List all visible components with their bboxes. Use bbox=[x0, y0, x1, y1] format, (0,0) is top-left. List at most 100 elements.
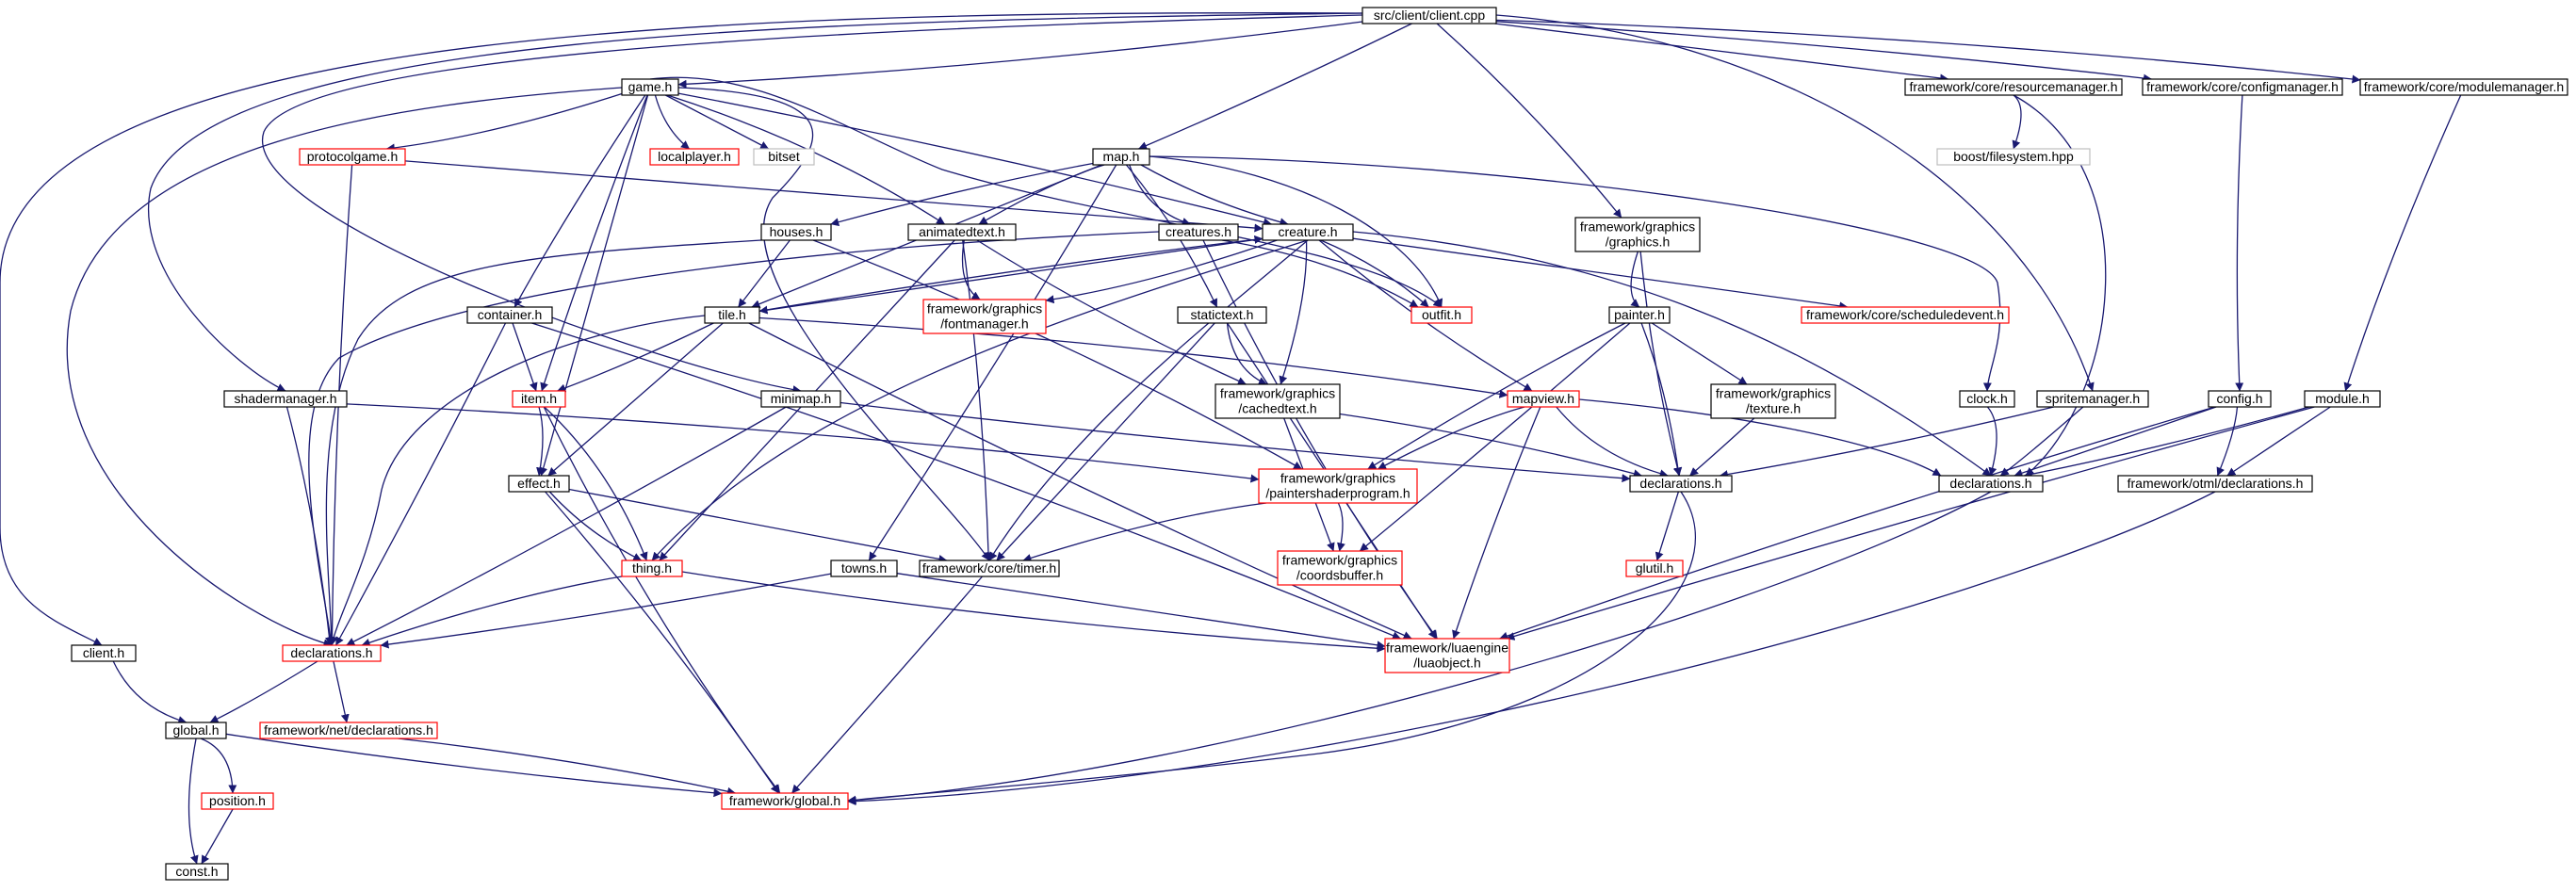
node-game-h[interactable]: game.h bbox=[621, 78, 679, 96]
node-label: creatures.h bbox=[1166, 224, 1231, 239]
node-houses-h[interactable]: houses.h bbox=[760, 223, 832, 241]
node-tile-h[interactable]: tile.h bbox=[704, 306, 760, 324]
edge-line bbox=[758, 235, 1264, 312]
node-box bbox=[2036, 390, 2149, 408]
node-position-h[interactable]: position.h bbox=[201, 792, 274, 810]
edge-psp-h-to-coordsbuffer-h bbox=[1337, 502, 1345, 552]
edge-game-h-to-outfit-h bbox=[649, 76, 1443, 308]
edge-line bbox=[2013, 94, 2107, 477]
node-boost-filesystem-hpp: boost/filesystem.hpp bbox=[1936, 148, 2091, 166]
edge-container-h-to-item-h bbox=[512, 322, 538, 392]
edge-creature-h-to-cachedtext-h bbox=[1279, 239, 1308, 385]
node-creature-h[interactable]: creature.h bbox=[1262, 223, 1354, 241]
node-effect-h[interactable]: effect.h bbox=[508, 475, 570, 493]
node-box bbox=[621, 78, 679, 96]
node-label: effect.h bbox=[517, 476, 561, 491]
edge-map-h-to-clock-h bbox=[1149, 155, 2001, 392]
edge-game-h-to-creature-h bbox=[677, 92, 1272, 227]
edge-line bbox=[544, 406, 648, 561]
node-label: bitset bbox=[768, 149, 800, 164]
node-src-client-client-cpp[interactable]: src/client/client.cpp bbox=[1361, 7, 1497, 24]
node-label: minimap.h bbox=[771, 391, 832, 406]
edge-line bbox=[1129, 164, 1191, 226]
edge-line bbox=[514, 94, 646, 308]
edge-line bbox=[187, 738, 199, 865]
node-module-h[interactable]: module.h bbox=[2304, 390, 2381, 408]
edge-line bbox=[758, 316, 1508, 398]
node-label: framework/graphics bbox=[927, 301, 1042, 316]
node-framework-luaengine-luaobject-h[interactable]: framework/luaengine/luaobject.h bbox=[1384, 638, 1510, 673]
node-framework-otml-declarations-h[interactable]: framework/otml/declarations.h bbox=[2117, 475, 2313, 493]
node-framework-graphics-paintershaderprogram-h[interactable]: framework/graphics/paintershaderprogram.… bbox=[1258, 468, 1418, 504]
node-box bbox=[919, 560, 1060, 577]
edge-line bbox=[654, 94, 691, 150]
edge-line bbox=[557, 322, 714, 393]
node-box bbox=[1938, 475, 2044, 493]
node-label: outfit.h bbox=[1422, 307, 1461, 322]
node-framework-graphics-texture-h[interactable]: framework/graphics/texture.h bbox=[1710, 383, 1836, 419]
node-clock-h[interactable]: clock.h bbox=[1959, 390, 2015, 408]
node-statictext-h[interactable]: statictext.h bbox=[1177, 306, 1267, 324]
node-map-h[interactable]: map.h bbox=[1092, 148, 1150, 166]
edge-line bbox=[209, 660, 318, 723]
node-const-h[interactable]: const.h bbox=[165, 863, 229, 881]
node-label: creature.h bbox=[1278, 224, 1337, 239]
edge-line bbox=[847, 491, 1697, 804]
edge-line bbox=[1640, 322, 1683, 477]
node-framework-global-h[interactable]: framework/global.h bbox=[721, 792, 849, 810]
node-framework-core-scheduledevent-h[interactable]: framework/core/scheduledevent.h bbox=[1801, 306, 2010, 324]
edge-rm-h-to-bfs-hpp bbox=[2012, 94, 2022, 150]
node-framework-graphics-fontmanager-h[interactable]: framework/graphics/fontmanager.h bbox=[922, 299, 1047, 334]
node-declarations-h[interactable]: declarations.h bbox=[1629, 475, 1733, 493]
node-label: declarations.h bbox=[1949, 476, 2031, 491]
node-painter-h[interactable]: painter.h bbox=[1608, 306, 1671, 324]
edge-creature-h-to-tile-h bbox=[758, 237, 1264, 315]
edge-line bbox=[830, 162, 1094, 227]
node-label: boost/filesystem.hpp bbox=[1953, 149, 2074, 164]
node-towns-h[interactable]: towns.h bbox=[830, 560, 898, 577]
node-thing-h[interactable]: thing.h bbox=[621, 560, 683, 577]
node-box bbox=[1959, 390, 2015, 408]
node-box bbox=[165, 722, 227, 739]
node-shadermanager-h[interactable]: shadermanager.h bbox=[223, 390, 348, 408]
node-spritemanager-h[interactable]: spritemanager.h bbox=[2036, 390, 2149, 408]
node-box bbox=[753, 148, 815, 166]
node-localplayer-h[interactable]: localplayer.h bbox=[649, 148, 740, 166]
node-minimap-h[interactable]: minimap.h bbox=[760, 390, 841, 408]
node-mapview-h[interactable]: mapview.h bbox=[1507, 390, 1580, 408]
node-box bbox=[165, 863, 229, 881]
node-framework-core-resourcemanager-h[interactable]: framework/core/resourcemanager.h bbox=[1904, 78, 2123, 96]
node-config-h[interactable]: config.h bbox=[2208, 390, 2272, 408]
node-box bbox=[466, 306, 553, 324]
edge-line bbox=[398, 738, 736, 796]
node-declarations-h[interactable]: declarations.h bbox=[282, 644, 382, 662]
node-label: framework/otml/declarations.h bbox=[2128, 476, 2304, 491]
node-framework-core-modulemanager-h[interactable]: framework/core/modulemanager.h bbox=[2359, 78, 2568, 96]
node-declarations-h[interactable]: declarations.h bbox=[1938, 475, 2044, 493]
node-box bbox=[71, 644, 137, 662]
node-box bbox=[201, 792, 274, 810]
node-framework-net-declarations-h[interactable]: framework/net/declarations.h bbox=[259, 722, 438, 739]
edge-line bbox=[677, 21, 1363, 89]
node-label: framework/graphics bbox=[1716, 386, 1831, 401]
node-container-h[interactable]: container.h bbox=[466, 306, 553, 324]
edge-mm-h-to-module-h bbox=[2343, 94, 2462, 392]
node-label: framework/net/declarations.h bbox=[264, 722, 433, 738]
edge-root-to-fwg-graphics-h bbox=[1436, 23, 1622, 219]
node-outfit-h[interactable]: outfit.h bbox=[1410, 306, 1473, 324]
edge-config-h-to-luaobject-h bbox=[1499, 406, 2215, 641]
node-framework-graphics-graphics-h[interactable]: framework/graphics/graphics.h bbox=[1574, 217, 1701, 252]
node-framework-core-configmanager-h[interactable]: framework/core/configmanager.h bbox=[2142, 78, 2343, 96]
node-global-h[interactable]: global.h bbox=[165, 722, 227, 739]
edge-shadermanager-h-to-decl-left-h bbox=[285, 406, 334, 646]
node-creatures-h[interactable]: creatures.h bbox=[1158, 223, 1239, 241]
node-framework-core-timer-h[interactable]: framework/core/timer.h bbox=[919, 560, 1060, 577]
node-framework-graphics-coordsbuffer-h[interactable]: framework/graphics/coordsbuffer.h bbox=[1277, 550, 1403, 586]
node-animatedtext-h[interactable]: animatedtext.h bbox=[907, 223, 1017, 241]
node-item-h[interactable]: item.h bbox=[512, 390, 566, 408]
node-glutil-h[interactable]: glutil.h bbox=[1625, 560, 1684, 577]
edge-line bbox=[0, 12, 1363, 646]
node-framework-graphics-cachedtext-h[interactable]: framework/graphics/cachedtext.h bbox=[1215, 383, 1341, 419]
node-protocolgame-h[interactable]: protocolgame.h bbox=[299, 148, 406, 166]
node-client-h[interactable]: client.h bbox=[71, 644, 137, 662]
